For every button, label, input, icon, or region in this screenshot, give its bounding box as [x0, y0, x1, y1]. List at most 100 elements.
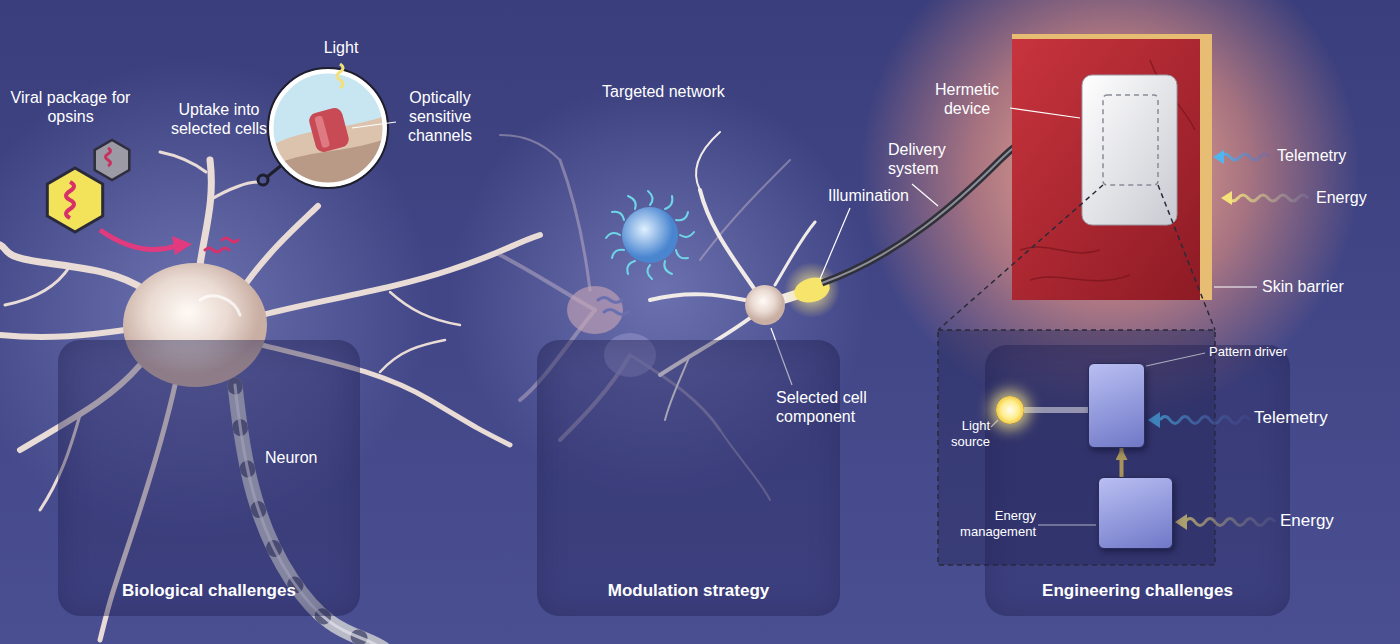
- implant-site-part: [938, 185, 1103, 330]
- neural-network-part-part: [627, 261, 635, 274]
- neural-network-part-part: [664, 261, 672, 274]
- implant-site-part: [1082, 75, 1177, 225]
- neural-network-part: [606, 191, 694, 279]
- leader-lines-part: [1010, 108, 1080, 118]
- neural-network-part-part: [700, 160, 790, 260]
- neuron-part-part: [390, 292, 460, 325]
- implant-site-part: [1012, 34, 1212, 39]
- callout-label: Delivery system: [888, 140, 966, 178]
- callout-label: Optically sensitive channels: [398, 88, 482, 146]
- neural-network-part-part: [612, 250, 624, 258]
- neural-network-part-part: [696, 132, 720, 190]
- callout-label: Viral package for opsins: [8, 88, 133, 126]
- callout-label: Uptake into selected cells: [150, 100, 288, 138]
- viral-package: [47, 140, 192, 255]
- neuron-part: [200, 296, 240, 315]
- signal-label: Energy: [1280, 511, 1334, 531]
- neuron-part: [222, 238, 238, 242]
- wave-arrows-part: [1220, 154, 1270, 160]
- leader-lines-part: [1214, 286, 1257, 287]
- neuron-part-part: [0, 245, 145, 290]
- neural-network-part-part: [612, 212, 624, 220]
- neuron-part: [205, 248, 229, 252]
- callout-label: Targeted network: [602, 82, 725, 101]
- neuron-part-part: [262, 235, 540, 315]
- neuron-part-part: [0, 330, 125, 337]
- implant-site-part: [1103, 95, 1158, 185]
- magnified-channel-part-part: [314, 115, 330, 148]
- neural-network-part-part: [606, 233, 620, 238]
- wave-arrows-part: [1228, 195, 1308, 201]
- callout-label: Skin barrier: [1262, 277, 1344, 296]
- magnified-channel-part: [337, 64, 343, 88]
- neural-network-part-part: [500, 135, 560, 160]
- neuron-part-part: [5, 266, 70, 305]
- magnified-channel-part: [268, 68, 388, 188]
- neural-network-part-part: [648, 191, 653, 205]
- magnified-channel: [258, 64, 395, 200]
- viral-package-part: [66, 182, 74, 218]
- implant-site-part: [1012, 38, 1208, 300]
- panel-title: Modulation strategy: [537, 581, 840, 601]
- neural-network-part-part: [700, 190, 755, 290]
- neural-network-part: [784, 262, 840, 318]
- neural-network-part: [598, 298, 622, 303]
- neural-network-part-part: [680, 232, 694, 237]
- neural-network-part-part: [647, 265, 652, 279]
- neural-network-part-part: [560, 160, 590, 290]
- leader-lines-part: [912, 184, 938, 206]
- implant-site-part: [1158, 185, 1215, 330]
- signal-label: Energy: [1316, 188, 1367, 207]
- implant-site-part-part: [1030, 275, 1130, 281]
- callout-label: Illumination: [828, 186, 909, 205]
- leader-lines-part: [820, 208, 850, 279]
- panel-band: Modulation strategy: [537, 340, 840, 616]
- panel-title: Biological challenges: [58, 581, 360, 601]
- light-source: Light source: [996, 396, 1024, 424]
- callout-label: Neuron: [265, 448, 317, 467]
- neuron-part-part: [380, 340, 445, 372]
- magnified-channel-part: [258, 175, 268, 185]
- callout-label: Hermetic device: [926, 80, 1008, 118]
- node-label: Light source: [938, 418, 990, 449]
- viral-package-part: [172, 236, 192, 255]
- callout-label: Selected cell component: [776, 388, 898, 426]
- neuron-part: [0, 152, 540, 640]
- implant-site-part: [1020, 60, 1195, 281]
- panel-title: Engineering challenges: [985, 581, 1290, 601]
- viral-package-part: [106, 148, 111, 166]
- neural-network-part-part: [628, 196, 636, 209]
- magnified-channel-part: [271, 71, 385, 185]
- implant-site-part: [1200, 34, 1212, 300]
- magnified-channel-part-part: [307, 106, 350, 153]
- energy-block: Energy management: [1098, 477, 1173, 549]
- wave-arrows-part: [1213, 150, 1224, 164]
- viral-package-part: [95, 140, 130, 180]
- neuron-part-part: [210, 182, 258, 200]
- neural-network-part: [604, 310, 628, 315]
- neural-network-part-part: [676, 212, 688, 220]
- node-label: Energy management: [954, 508, 1036, 539]
- node-label: Pattern driver: [1209, 344, 1287, 360]
- signal-label: Telemetry: [1254, 408, 1328, 428]
- pattern-driver: Pattern driver: [1088, 363, 1145, 448]
- viral-package-part: [100, 230, 176, 250]
- magnified-channel-part: [265, 70, 395, 200]
- leader-lines-part: [352, 122, 396, 128]
- neuron: [0, 152, 540, 644]
- panel-band: Biological challenges: [58, 340, 360, 616]
- neuron-part-part: [245, 206, 318, 285]
- neural-network-part-part: [676, 250, 688, 258]
- wave-arrows-part: [1221, 191, 1232, 205]
- neural-network-part: [622, 207, 678, 263]
- callout-label: Light: [318, 38, 364, 57]
- neural-network-part: [745, 285, 785, 325]
- panel-band: Engineering challenges Light source Patter…: [985, 345, 1290, 616]
- neural-network-part-part: [650, 294, 745, 300]
- signal-label: Telemetry: [1277, 146, 1346, 165]
- neural-network-part-part: [665, 196, 672, 209]
- neuron-part-part: [160, 152, 206, 172]
- viral-package-part: [47, 168, 102, 232]
